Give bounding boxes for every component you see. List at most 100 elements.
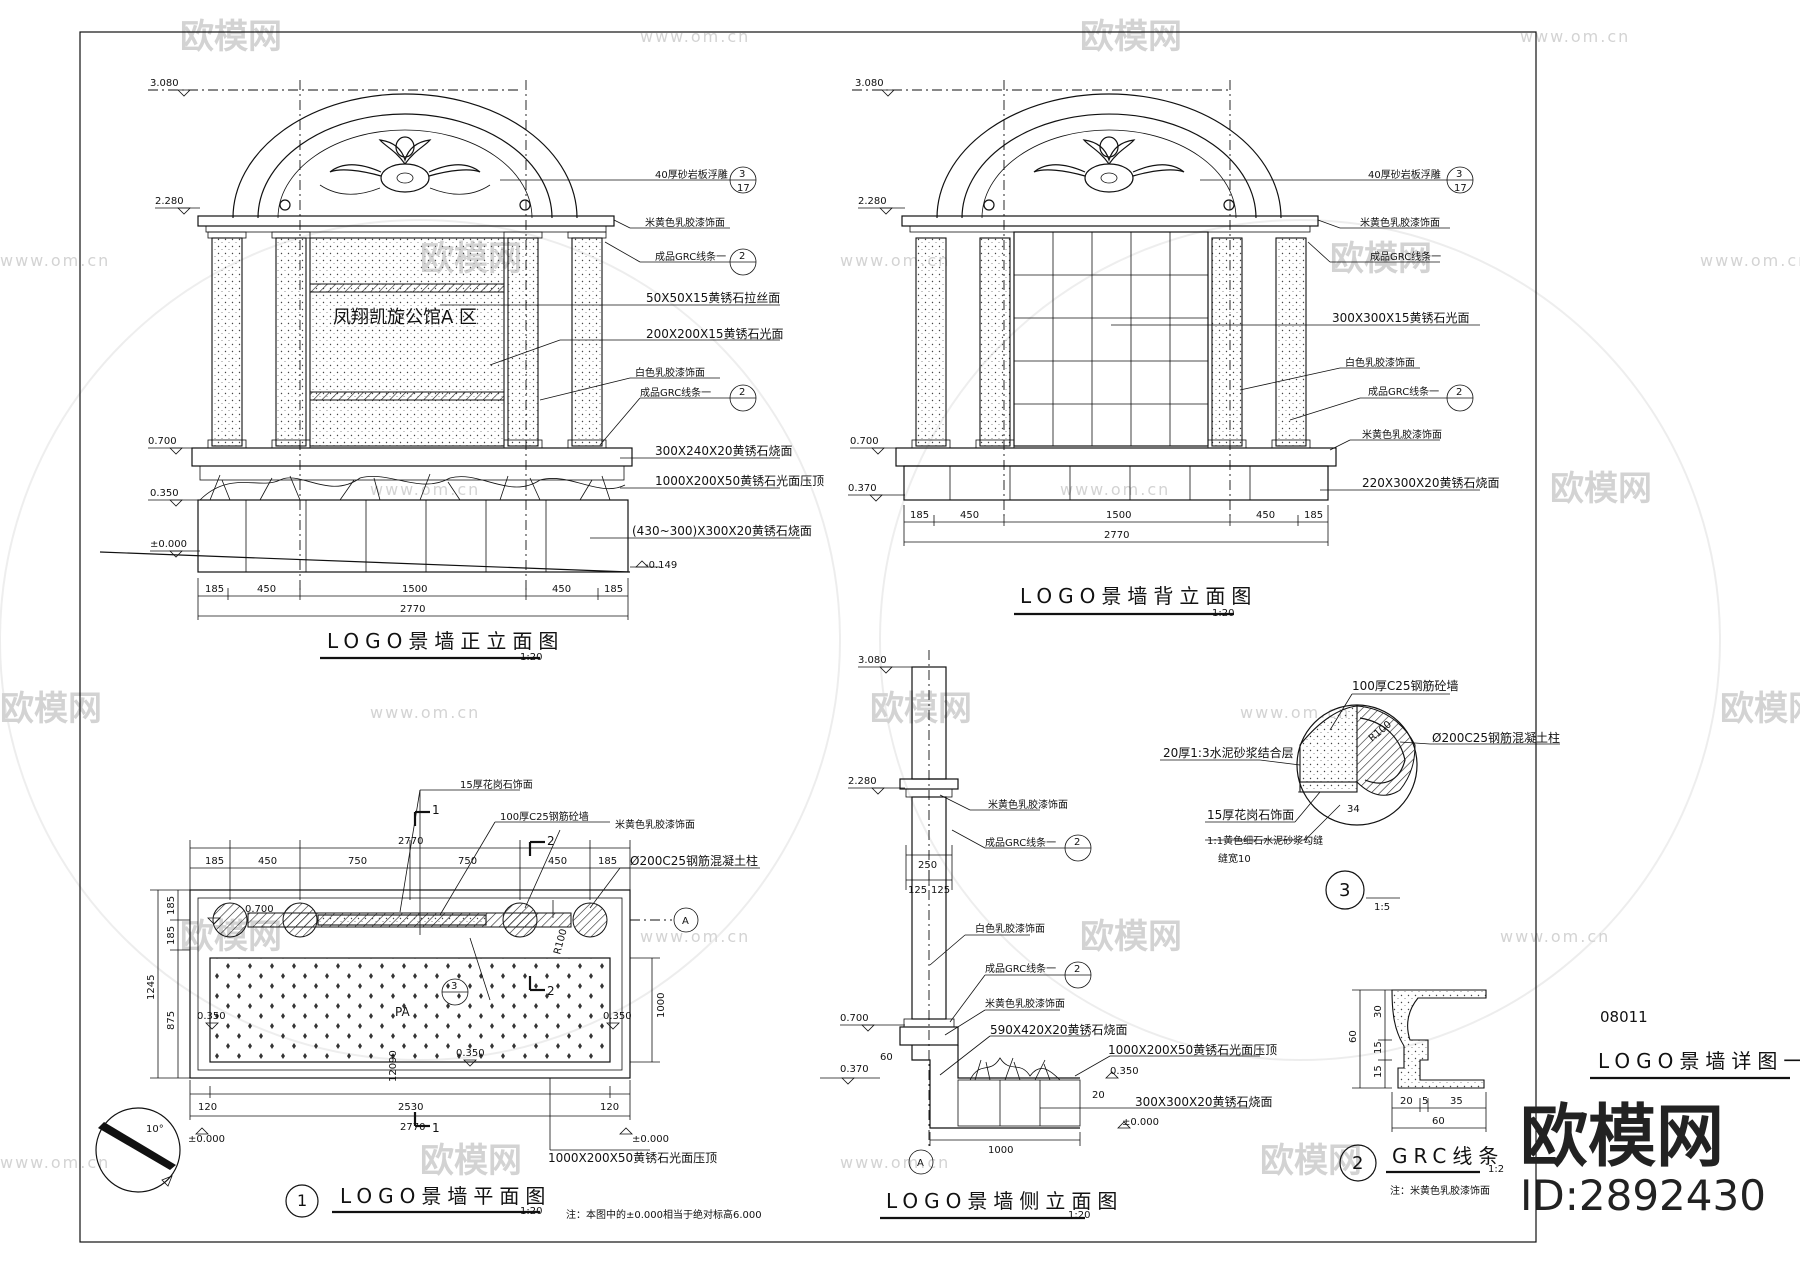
base-cladding [197,499,629,573]
svg-text:40厚砂岩板浮雕: 40厚砂岩板浮雕 [655,168,728,181]
svg-text:120: 120 [600,1102,619,1113]
grc-profile [1391,989,1487,1089]
svg-text:2770: 2770 [398,836,423,847]
column-left-inner [275,237,307,447]
svg-text:2.280: 2.280 [858,196,887,207]
front-leaders [440,179,800,539]
arch-inner [257,113,553,219]
svg-text:0.700: 0.700 [245,904,274,915]
svg-text:0.350: 0.350 [1110,1066,1139,1077]
sheet-name: LOGO景墙详图一 [1598,1049,1800,1073]
svg-text:300X240X20黄锈石烧面: 300X240X20黄锈石烧面 [655,444,793,458]
watermark-brand: 欧模网 [1330,239,1432,279]
svg-text:185: 185 [166,926,177,945]
column-left-outer [915,237,947,447]
svg-text:60: 60 [1348,1030,1359,1043]
front-dimensions: 185 450 1500 450 185 2770 [197,578,629,620]
axis-bubble [908,1149,934,1175]
watermark-url: www.om.cn [0,251,110,270]
svg-text:0.700: 0.700 [850,436,879,447]
watermark-brand: 欧模网 [0,689,102,729]
svg-text:5: 5 [1422,1096,1428,1107]
north-arrow-icon: 10° [95,1107,181,1193]
svg-text:R100: R100 [552,928,569,956]
back-elevation: 3.080 2.280 0.700 0.370 [848,78,1500,619]
svg-text:Ø200C25钢筋混凝土柱: Ø200C25钢筋混凝土柱 [630,853,758,868]
watermark-url: www.om.cn [1060,480,1170,499]
svg-text:1000X200X50黄锈石光面压顶: 1000X200X50黄锈石光面压顶 [655,474,824,488]
detail-2-grc: 60 30 15 15 20 5 35 60 2 GRC线条 1:2 注：米黄色… [1339,989,1504,1197]
back-title: LOGO景墙背立面图 [1020,584,1257,608]
watermark-brand: 欧模网 [1720,689,1800,729]
svg-text:0.350: 0.350 [456,1048,485,1059]
svg-text:185: 185 [598,856,617,867]
svg-text:20: 20 [1400,1096,1413,1107]
tile-grid [1013,231,1209,447]
svg-text:2: 2 [739,387,745,398]
svg-text:0.700: 0.700 [840,1013,869,1024]
side-elevation: 3.080 2.280 0.700 0.370 A 250 [820,650,1277,1221]
level-marks: 3.080 2.280 0.700 0.350 ±0.000 -0.149 [148,78,677,571]
plan-title: LOGO景墙平面图 [340,1184,551,1208]
svg-text:185: 185 [205,584,224,595]
drawing-number-circle [1339,1144,1377,1182]
svg-text:1: 1 [297,1191,307,1210]
svg-text:Ø200C25钢筋混凝土柱: Ø200C25钢筋混凝土柱 [1432,730,1560,745]
brand-logo: 欧模网 ID:2892430 [1520,1098,1766,1220]
svg-text:185: 185 [604,584,623,595]
svg-text:185: 185 [166,896,177,915]
drawing-number-circle [285,1184,319,1218]
svg-text:450: 450 [548,856,567,867]
watermark-url: www.om.cn [1500,927,1610,946]
svg-text:60: 60 [880,1052,893,1063]
svg-text:450: 450 [257,584,276,595]
watermark-brand: 欧模网 [1080,17,1182,57]
svg-text:185: 185 [1304,510,1323,521]
svg-text:1245: 1245 [146,975,157,1000]
column-left-outer [211,237,243,447]
watermark-url: www.om.cn [640,927,750,946]
svg-text:220X300X20黄锈石烧面: 220X300X20黄锈石烧面 [1362,476,1500,490]
svg-text:3.080: 3.080 [858,655,887,666]
svg-text:450: 450 [960,510,979,521]
svg-text:10°: 10° [146,1124,164,1135]
plan-view: 3 PA R100 1 1 2 2 15厚花岗石饰面 100厚C25钢筋砼墙 米… [95,778,762,1221]
svg-text:100厚C25钢筋砼墙: 100厚C25钢筋砼墙 [1352,678,1459,693]
title-block: 08011 LOGO景墙详图一 [1590,1008,1800,1080]
svg-text:200X200X15黄锈石光面: 200X200X15黄锈石光面 [646,327,784,341]
watermark-brand: 欧模网 [1550,469,1652,509]
column-right-inner [507,237,539,447]
svg-text:2530: 2530 [398,1102,423,1113]
svg-text:50X50X15黄锈石拉丝面: 50X50X15黄锈石拉丝面 [646,290,780,305]
svg-text:750: 750 [458,856,477,867]
plan-column [572,902,608,938]
svg-text:17: 17 [737,183,750,194]
svg-text:1000X200X50黄锈石光面压顶: 1000X200X50黄锈石光面压顶 [548,1151,717,1165]
svg-text:15: 15 [1373,1041,1384,1054]
svg-text:3: 3 [739,169,745,180]
svg-text:2: 2 [1074,837,1080,848]
svg-text:白色乳胶漆饰面: 白色乳胶漆饰面 [975,922,1045,935]
svg-text:2.280: 2.280 [155,196,184,207]
svg-text:100厚C25钢筋砼墙: 100厚C25钢筋砼墙 [500,810,589,823]
front-title: LOGO景墙正立面图 [327,629,564,653]
center-panel [309,237,505,447]
svg-text:590X420X20黄锈石烧面: 590X420X20黄锈石烧面 [990,1023,1128,1037]
back-leaders [1111,179,1480,491]
svg-text:米黄色乳胶漆饰面: 米黄色乳胶漆饰面 [1360,216,1440,229]
watermark-url: www.om.cn [370,480,480,499]
section-marks: 1 1 2 2 [413,803,555,1135]
ground-line [99,551,631,573]
front-elevation: 3.080 2.280 0.700 0.350 ±0.000 -0.149 [99,78,824,663]
watermark-brand: 欧模网 [420,1141,522,1181]
svg-text:1: 1 [432,803,440,817]
svg-text:±0.000: ±0.000 [150,539,187,550]
svg-text:1:20: 1:20 [1068,1210,1090,1221]
svg-text:750: 750 [348,856,367,867]
svg-text:2770: 2770 [1104,530,1129,541]
svg-text:成品GRC线条一: 成品GRC线条一 [640,386,711,399]
svg-text:185: 185 [910,510,929,521]
svg-text:300X300X15黄锈石光面: 300X300X15黄锈石光面 [1332,311,1470,325]
plan-dims-top: 185 450 750 750 450 185 2770 [189,836,631,900]
svg-text:125: 125 [931,885,950,896]
